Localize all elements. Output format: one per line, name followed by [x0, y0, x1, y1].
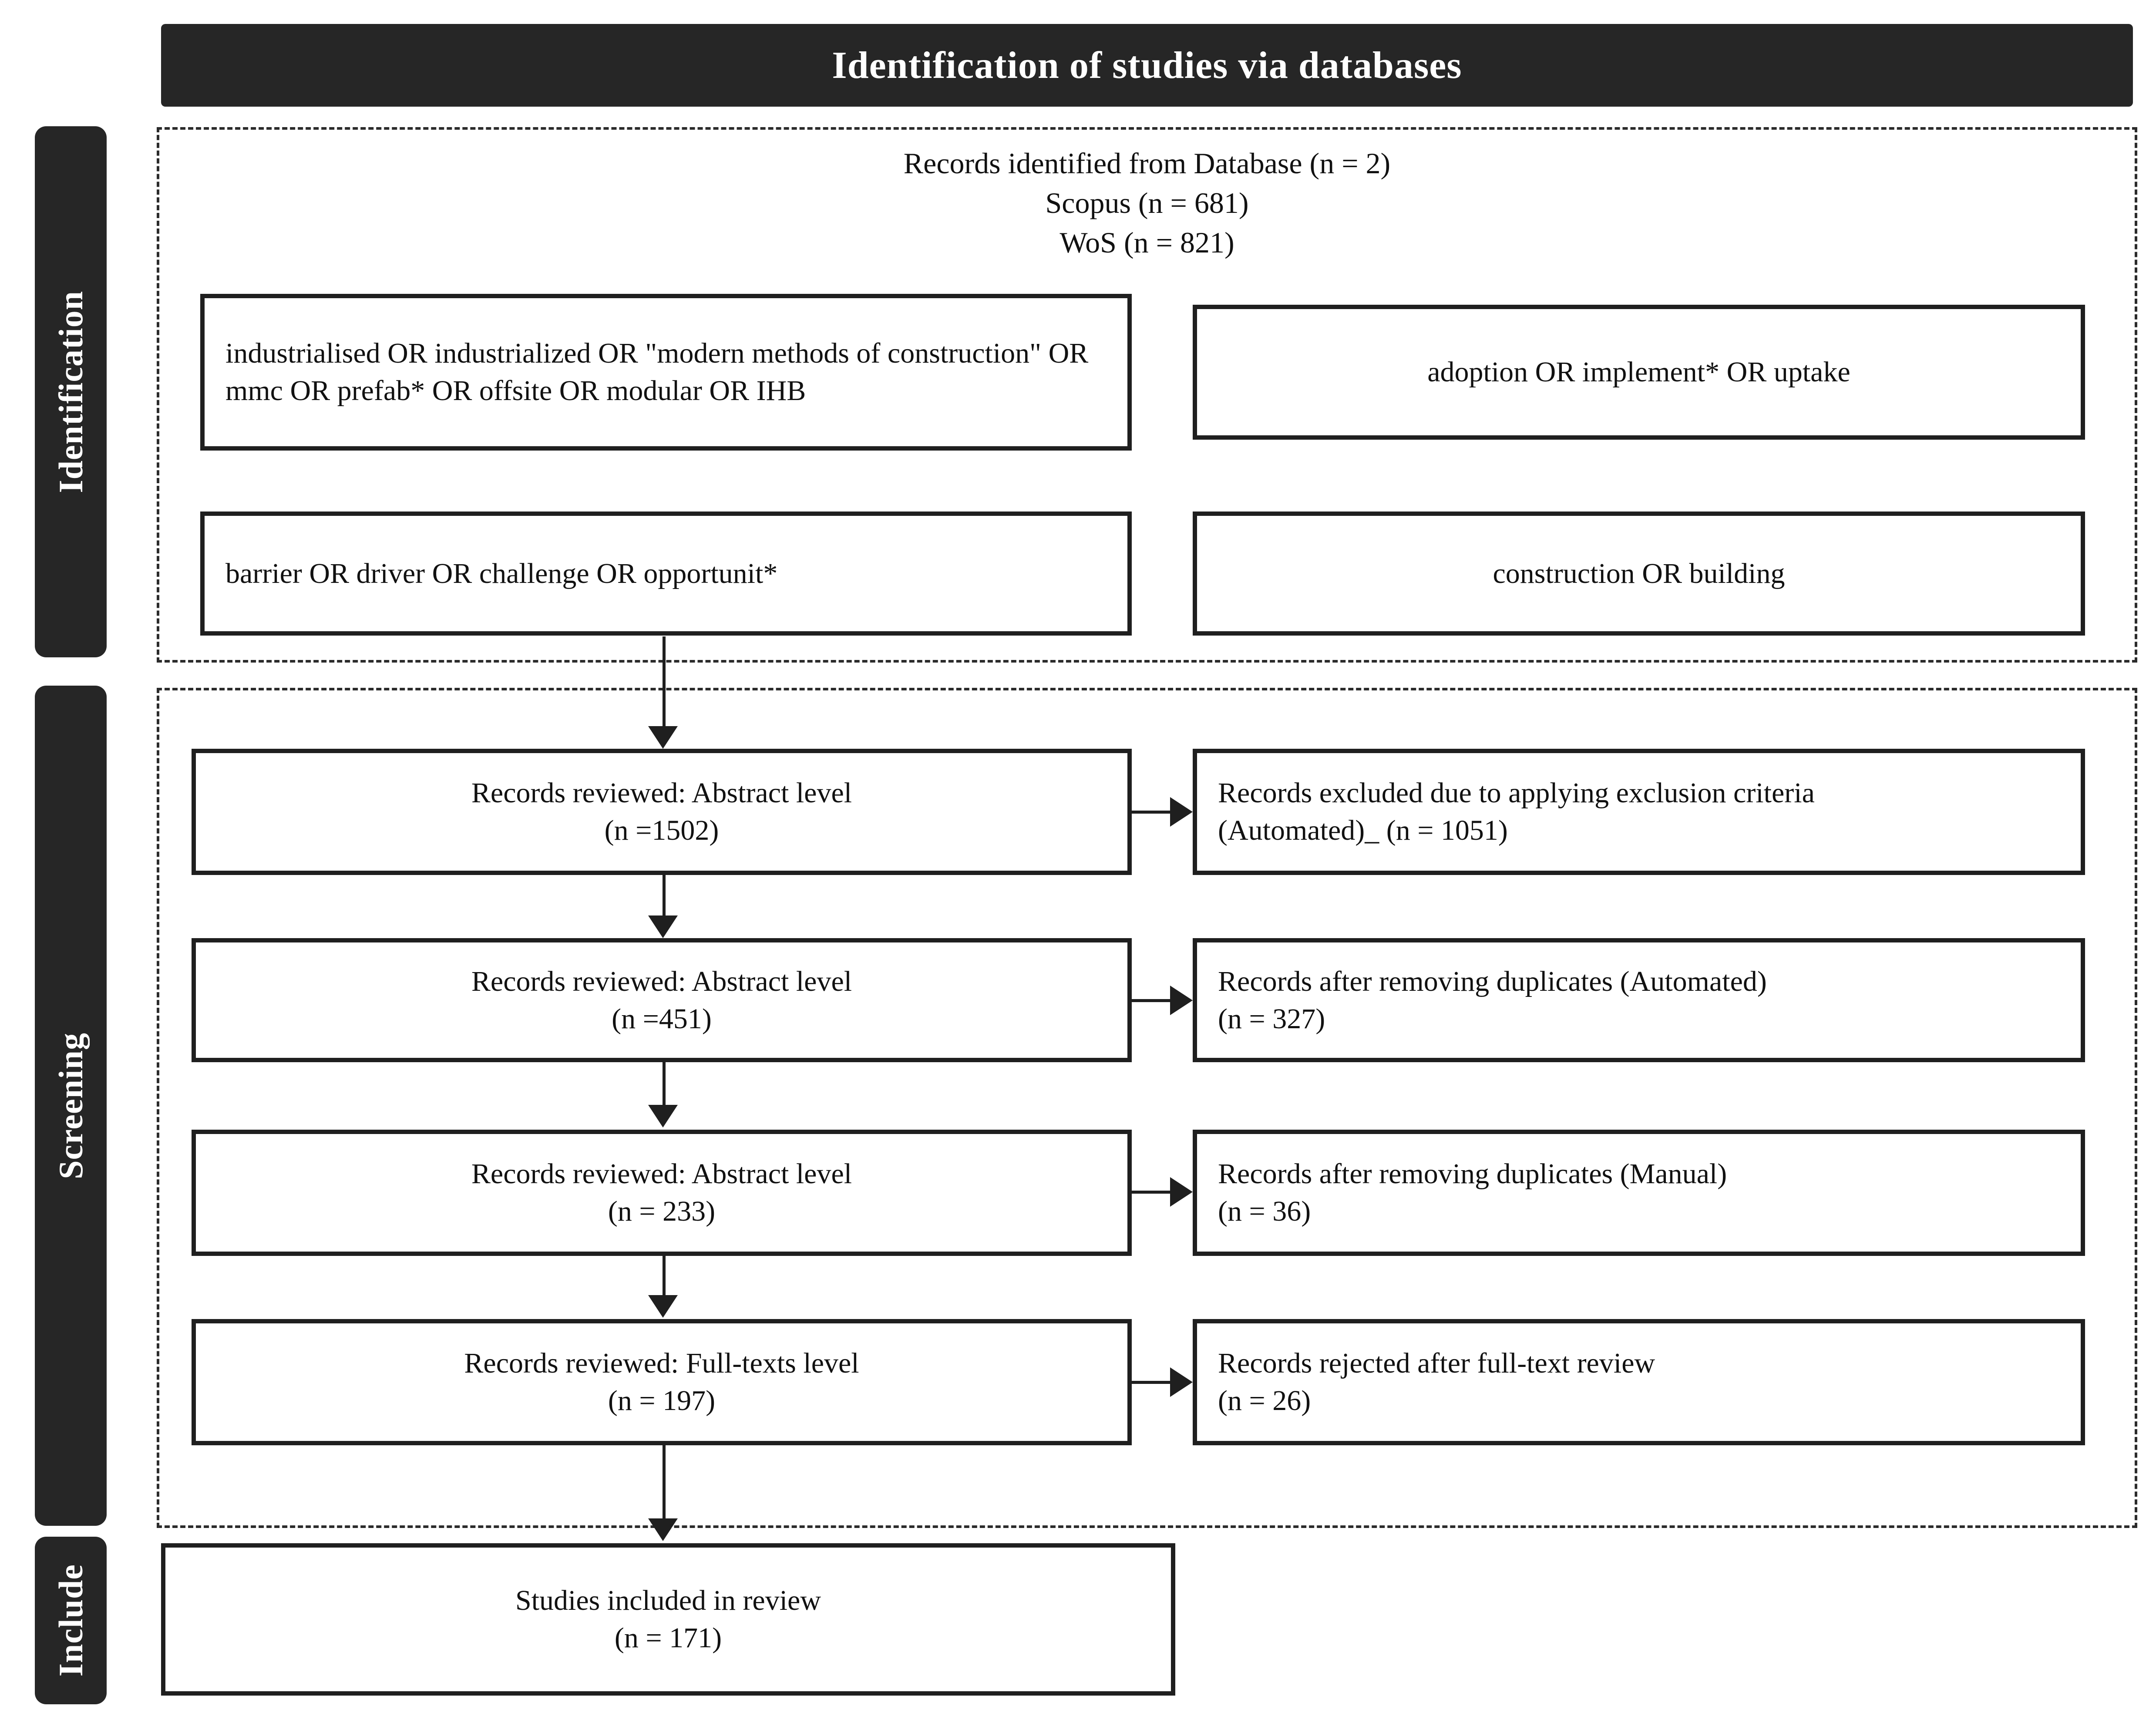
records-identified-block: Records identified from Database (n = 2)…: [157, 144, 2137, 263]
stage-tab-include-label: Include: [51, 1564, 90, 1677]
search-term-context-text: construction OR building: [1493, 557, 1785, 589]
connector-row4-left-to-right-arrow: [1170, 1367, 1193, 1397]
screening-row-1-right-line-1: Records excluded due to applying exclusi…: [1218, 777, 1815, 809]
screening-row-4-left-line-2: (n = 197): [608, 1385, 716, 1417]
connector-identification-to-row1-arrow: [648, 726, 678, 749]
studies-included-box: Studies included in review (n = 171): [161, 1543, 1175, 1696]
diagram-title: Identification of studies via databases: [832, 44, 1462, 87]
screening-row-3-left-line-2: (n = 233): [608, 1195, 716, 1227]
connector-row2-left-to-right-line: [1132, 999, 1171, 1002]
connector-row1-left-to-right-arrow: [1170, 797, 1193, 827]
connector-row3-left-to-right-line: [1132, 1191, 1171, 1194]
connector-row3-left-to-right-arrow: [1170, 1177, 1193, 1207]
stage-tab-screening: Screening: [35, 686, 107, 1526]
screening-row-1-left-box: Records reviewed: Abstract level (n =150…: [192, 749, 1132, 875]
search-term-box-outcome: barrier OR driver OR challenge OR opport…: [200, 512, 1132, 636]
search-term-box-intervention: adoption OR implement* OR uptake: [1193, 305, 2085, 440]
connector-row3-to-row4-arrow: [648, 1295, 678, 1318]
search-term-box-population: industrialised OR industrialized OR "mod…: [200, 294, 1132, 451]
screening-row-3-right-box: Records after removing duplicates (Manua…: [1193, 1130, 2085, 1256]
screening-row-3-right-line-1: Records after removing duplicates (Manua…: [1218, 1158, 1727, 1190]
search-term-population-text: industrialised OR industrialized OR "mod…: [225, 337, 1089, 407]
stage-tab-identification: Identification: [35, 126, 107, 657]
screening-row-1-left-line-1: Records reviewed: Abstract level: [471, 777, 852, 809]
diagram-header-banner: Identification of studies via databases: [161, 24, 2133, 107]
studies-included-line-1: Studies included in review: [515, 1585, 821, 1617]
connector-row4-to-include-line: [663, 1445, 666, 1519]
connector-identification-to-row1-line: [663, 636, 666, 727]
screening-row-2-right-box: Records after removing duplicates (Autom…: [1193, 938, 2085, 1062]
search-term-intervention-text: adoption OR implement* OR uptake: [1427, 356, 1850, 388]
screening-row-4-right-line-2: (n = 26): [1218, 1385, 1311, 1417]
records-identified-line-1: Records identified from Database (n = 2): [903, 147, 1391, 180]
stage-tab-screening-label: Screening: [51, 1032, 90, 1179]
screening-row-4-right-box: Records rejected after full-text review …: [1193, 1319, 2085, 1445]
connector-row1-to-row2-line: [663, 875, 666, 916]
studies-included-line-2: (n = 171): [614, 1622, 722, 1654]
screening-row-3-left-line-1: Records reviewed: Abstract level: [471, 1158, 852, 1190]
connector-row1-left-to-right-line: [1132, 811, 1171, 814]
screening-row-2-left-box: Records reviewed: Abstract level (n =451…: [192, 938, 1132, 1062]
screening-row-2-left-line-2: (n =451): [612, 1003, 712, 1035]
screening-row-2-right-line-1: Records after removing duplicates (Autom…: [1218, 965, 1767, 997]
connector-row3-to-row4-line: [663, 1256, 666, 1296]
screening-row-1-right-box: Records excluded due to applying exclusi…: [1193, 749, 2085, 875]
screening-row-1-left-line-2: (n =1502): [604, 814, 719, 846]
screening-row-4-left-box: Records reviewed: Full-texts level (n = …: [192, 1319, 1132, 1445]
connector-row2-to-row3-line: [663, 1062, 666, 1106]
screening-row-2-right-line-2: (n = 327): [1218, 1003, 1325, 1035]
search-term-outcome-text: barrier OR driver OR challenge OR opport…: [225, 557, 778, 589]
connector-row2-left-to-right-arrow: [1170, 986, 1193, 1015]
stage-tab-include: Include: [35, 1537, 107, 1704]
connector-row4-to-include-arrow: [648, 1518, 678, 1541]
screening-row-3-right-line-2: (n = 36): [1218, 1195, 1311, 1227]
search-term-box-context: construction OR building: [1193, 512, 2085, 636]
records-identified-line-2: Scopus (n = 681): [1045, 186, 1249, 220]
connector-row1-to-row2-arrow: [648, 915, 678, 938]
screening-row-4-left-line-1: Records reviewed: Full-texts level: [464, 1347, 859, 1380]
screening-row-1-right-line-2: (Automated)_ (n = 1051): [1218, 814, 1508, 846]
screening-row-3-left-box: Records reviewed: Abstract level (n = 23…: [192, 1130, 1132, 1256]
screening-row-2-left-line-1: Records reviewed: Abstract level: [471, 965, 852, 997]
identification-region: [157, 127, 2137, 663]
records-identified-line-3: WoS (n = 821): [1060, 226, 1234, 259]
connector-row2-to-row3-arrow: [648, 1105, 678, 1127]
connector-row4-left-to-right-line: [1132, 1381, 1171, 1384]
screening-region: [157, 688, 2137, 1528]
stage-tab-identification-label: Identification: [51, 290, 90, 493]
screening-row-4-right-line-1: Records rejected after full-text review: [1218, 1347, 1655, 1380]
